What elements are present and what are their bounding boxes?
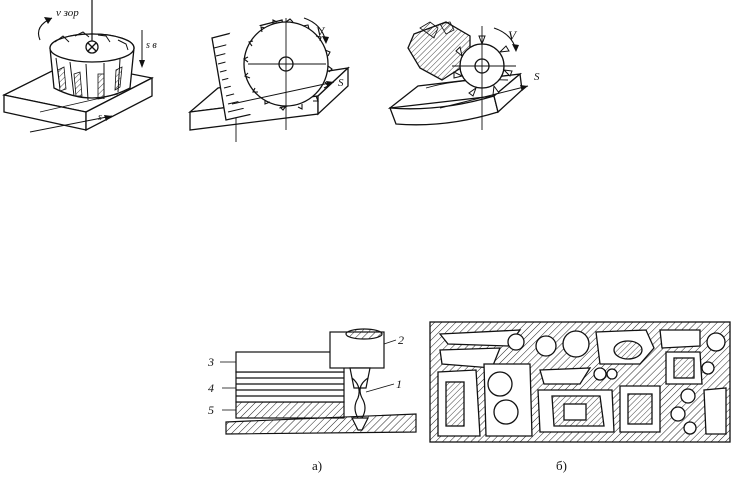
speed-label-3: V bbox=[508, 28, 518, 43]
sheet-stack-4 bbox=[235, 371, 345, 403]
feed-arrow-3 bbox=[439, 85, 529, 109]
feed-label-3: S bbox=[534, 71, 540, 83]
face-mill-cutter bbox=[49, 0, 135, 101]
callout-3: 3 bbox=[207, 355, 214, 369]
setup-diagram-a bbox=[220, 328, 417, 435]
spindle-2 bbox=[329, 328, 385, 369]
face-mill-drawing bbox=[2, 0, 154, 133]
speed-label-1: v зор bbox=[56, 7, 79, 19]
caption-b: б) bbox=[556, 458, 567, 473]
cut-out-parts bbox=[437, 329, 727, 437]
feed-arrow-1 bbox=[29, 115, 113, 133]
slab-mill-drawing bbox=[187, 17, 350, 142]
feed-label-1: s bbox=[98, 112, 102, 123]
callout-5: 5 bbox=[208, 403, 214, 417]
callout-1: 1 bbox=[396, 377, 402, 391]
callout-4: 4 bbox=[208, 381, 214, 395]
template-3 bbox=[235, 351, 345, 373]
form-mill-cutter bbox=[407, 21, 516, 130]
workpiece-block-3 bbox=[387, 72, 523, 126]
feed-label-2: S bbox=[338, 77, 344, 89]
form-mill-drawing bbox=[387, 21, 529, 130]
end-mill-cutter-1 bbox=[349, 367, 371, 431]
nesting-layout-b bbox=[429, 321, 731, 443]
caption-a: а) bbox=[312, 458, 323, 473]
vertical-feed-label: s в bbox=[146, 40, 157, 51]
clamp-plate-5 bbox=[235, 401, 345, 419]
machine-table bbox=[225, 413, 417, 435]
feed-arrow-2 bbox=[231, 81, 335, 105]
rotation-arrow-1 bbox=[37, 17, 53, 41]
callout-2: 2 bbox=[398, 333, 404, 347]
speed-label-2: V bbox=[316, 24, 326, 39]
